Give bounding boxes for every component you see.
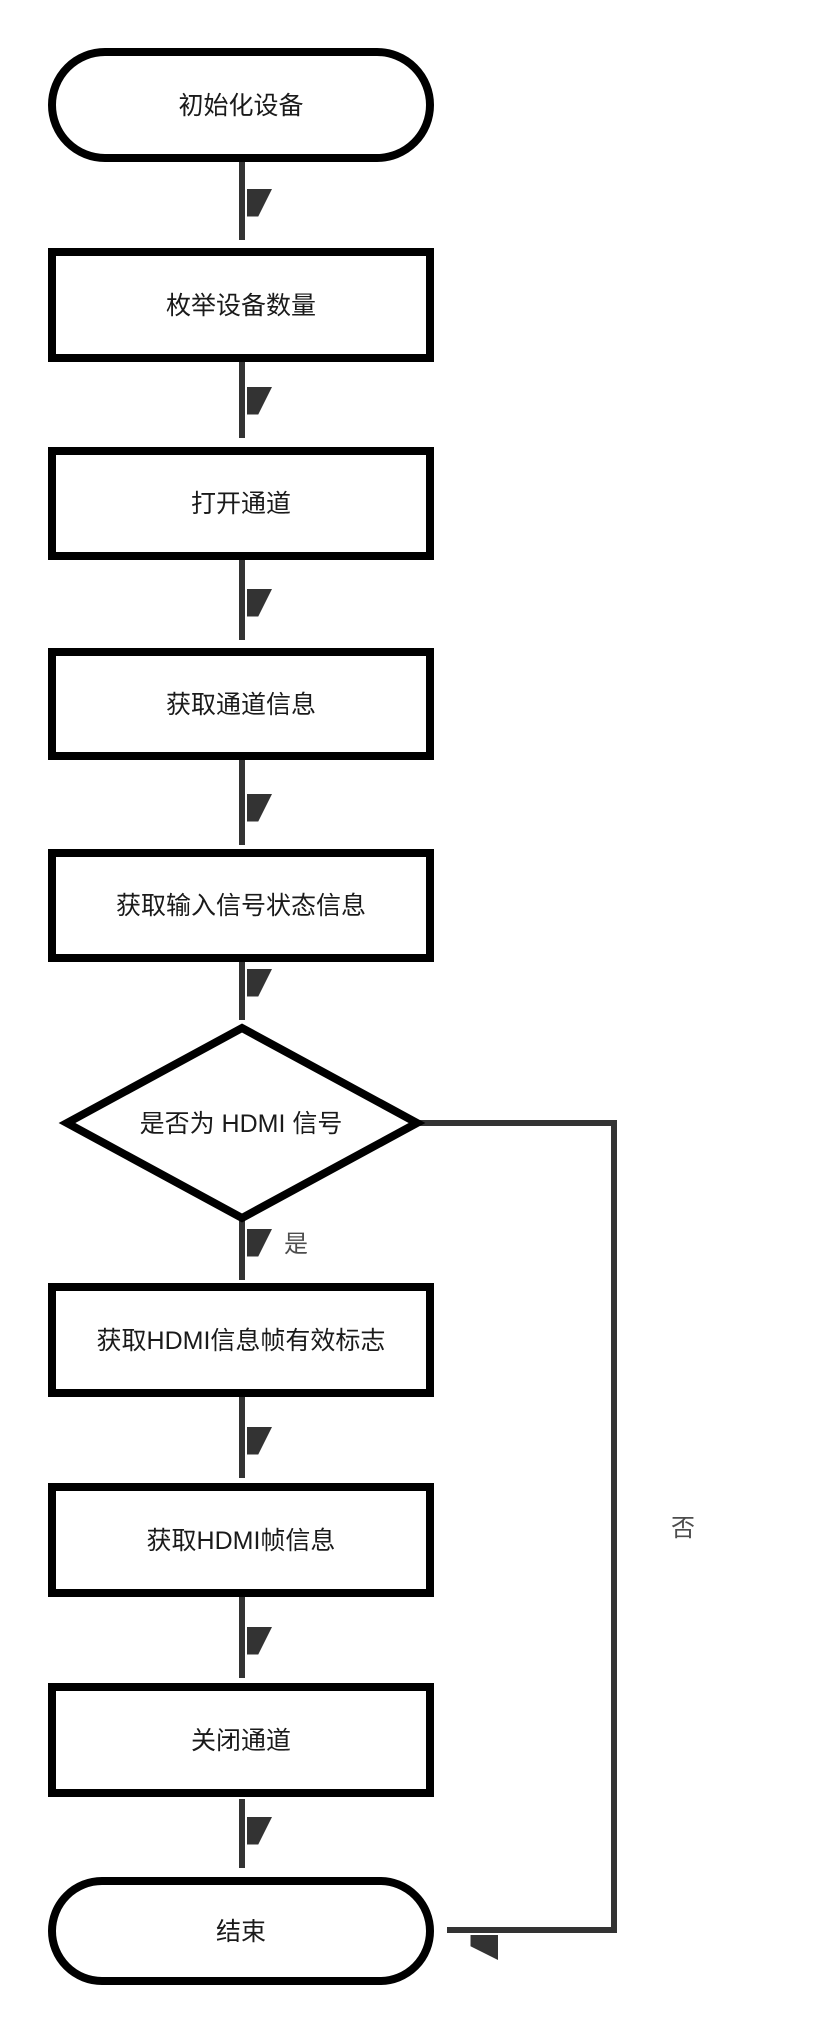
node-start-label: 初始化设备: [178, 92, 303, 120]
branch-label-yes: 是: [284, 1231, 308, 1258]
node-get-hdmi-frame-info-label: 获取HDMI帧信息: [147, 1527, 336, 1555]
node-end-label: 结束: [216, 1918, 266, 1946]
node-enumerate-devices-shape: [48, 248, 434, 362]
node-get-hdmi-infoframe-valid-flag: 获取HDMI信息帧有效标志: [48, 1283, 434, 1397]
node-get-input-signal-status-label: 获取输入信号状态信息: [116, 892, 366, 920]
node-get-hdmi-infoframe-valid-flag-shape: [48, 1283, 434, 1397]
node-open-channel: 打开通道: [48, 447, 434, 560]
node-enumerate-devices-label: 枚举设备数量: [166, 292, 316, 320]
node-is-hdmi-signal: 是否为 HDMI 信号: [58, 1023, 426, 1223]
node-start-shape: [48, 48, 434, 162]
node-start: 初始化设备: [48, 48, 434, 162]
node-get-channel-info: 获取通道信息: [48, 648, 434, 760]
node-open-channel-shape: [48, 447, 434, 560]
node-get-channel-info-shape: [48, 648, 434, 760]
node-close-channel-shape: [48, 1683, 434, 1797]
node-get-hdmi-frame-info: 获取HDMI帧信息: [48, 1483, 434, 1597]
node-is-hdmi-signal-label: 是否为 HDMI 信号: [140, 1110, 343, 1138]
node-get-hdmi-frame-info-shape: [48, 1483, 434, 1597]
node-close-channel-label: 关闭通道: [191, 1727, 291, 1755]
node-end-shape: [48, 1877, 434, 1985]
node-get-channel-info-label: 获取通道信息: [166, 691, 316, 719]
node-open-channel-label: 打开通道: [191, 490, 291, 518]
node-end: 结束: [48, 1877, 434, 1985]
arrow-decision-no-to-end: [420, 1120, 617, 1930]
node-get-input-signal-status-shape: [48, 849, 434, 962]
branch-label-no: 否: [671, 1515, 695, 1542]
node-get-hdmi-infoframe-valid-flag-label: 获取HDMI信息帧有效标志: [97, 1327, 386, 1355]
node-is-hdmi-signal-shape: [58, 1023, 426, 1223]
node-get-input-signal-status: 获取输入信号状态信息: [48, 849, 434, 962]
node-close-channel: 关闭通道: [48, 1683, 434, 1797]
node-enumerate-devices: 枚举设备数量: [48, 248, 434, 362]
